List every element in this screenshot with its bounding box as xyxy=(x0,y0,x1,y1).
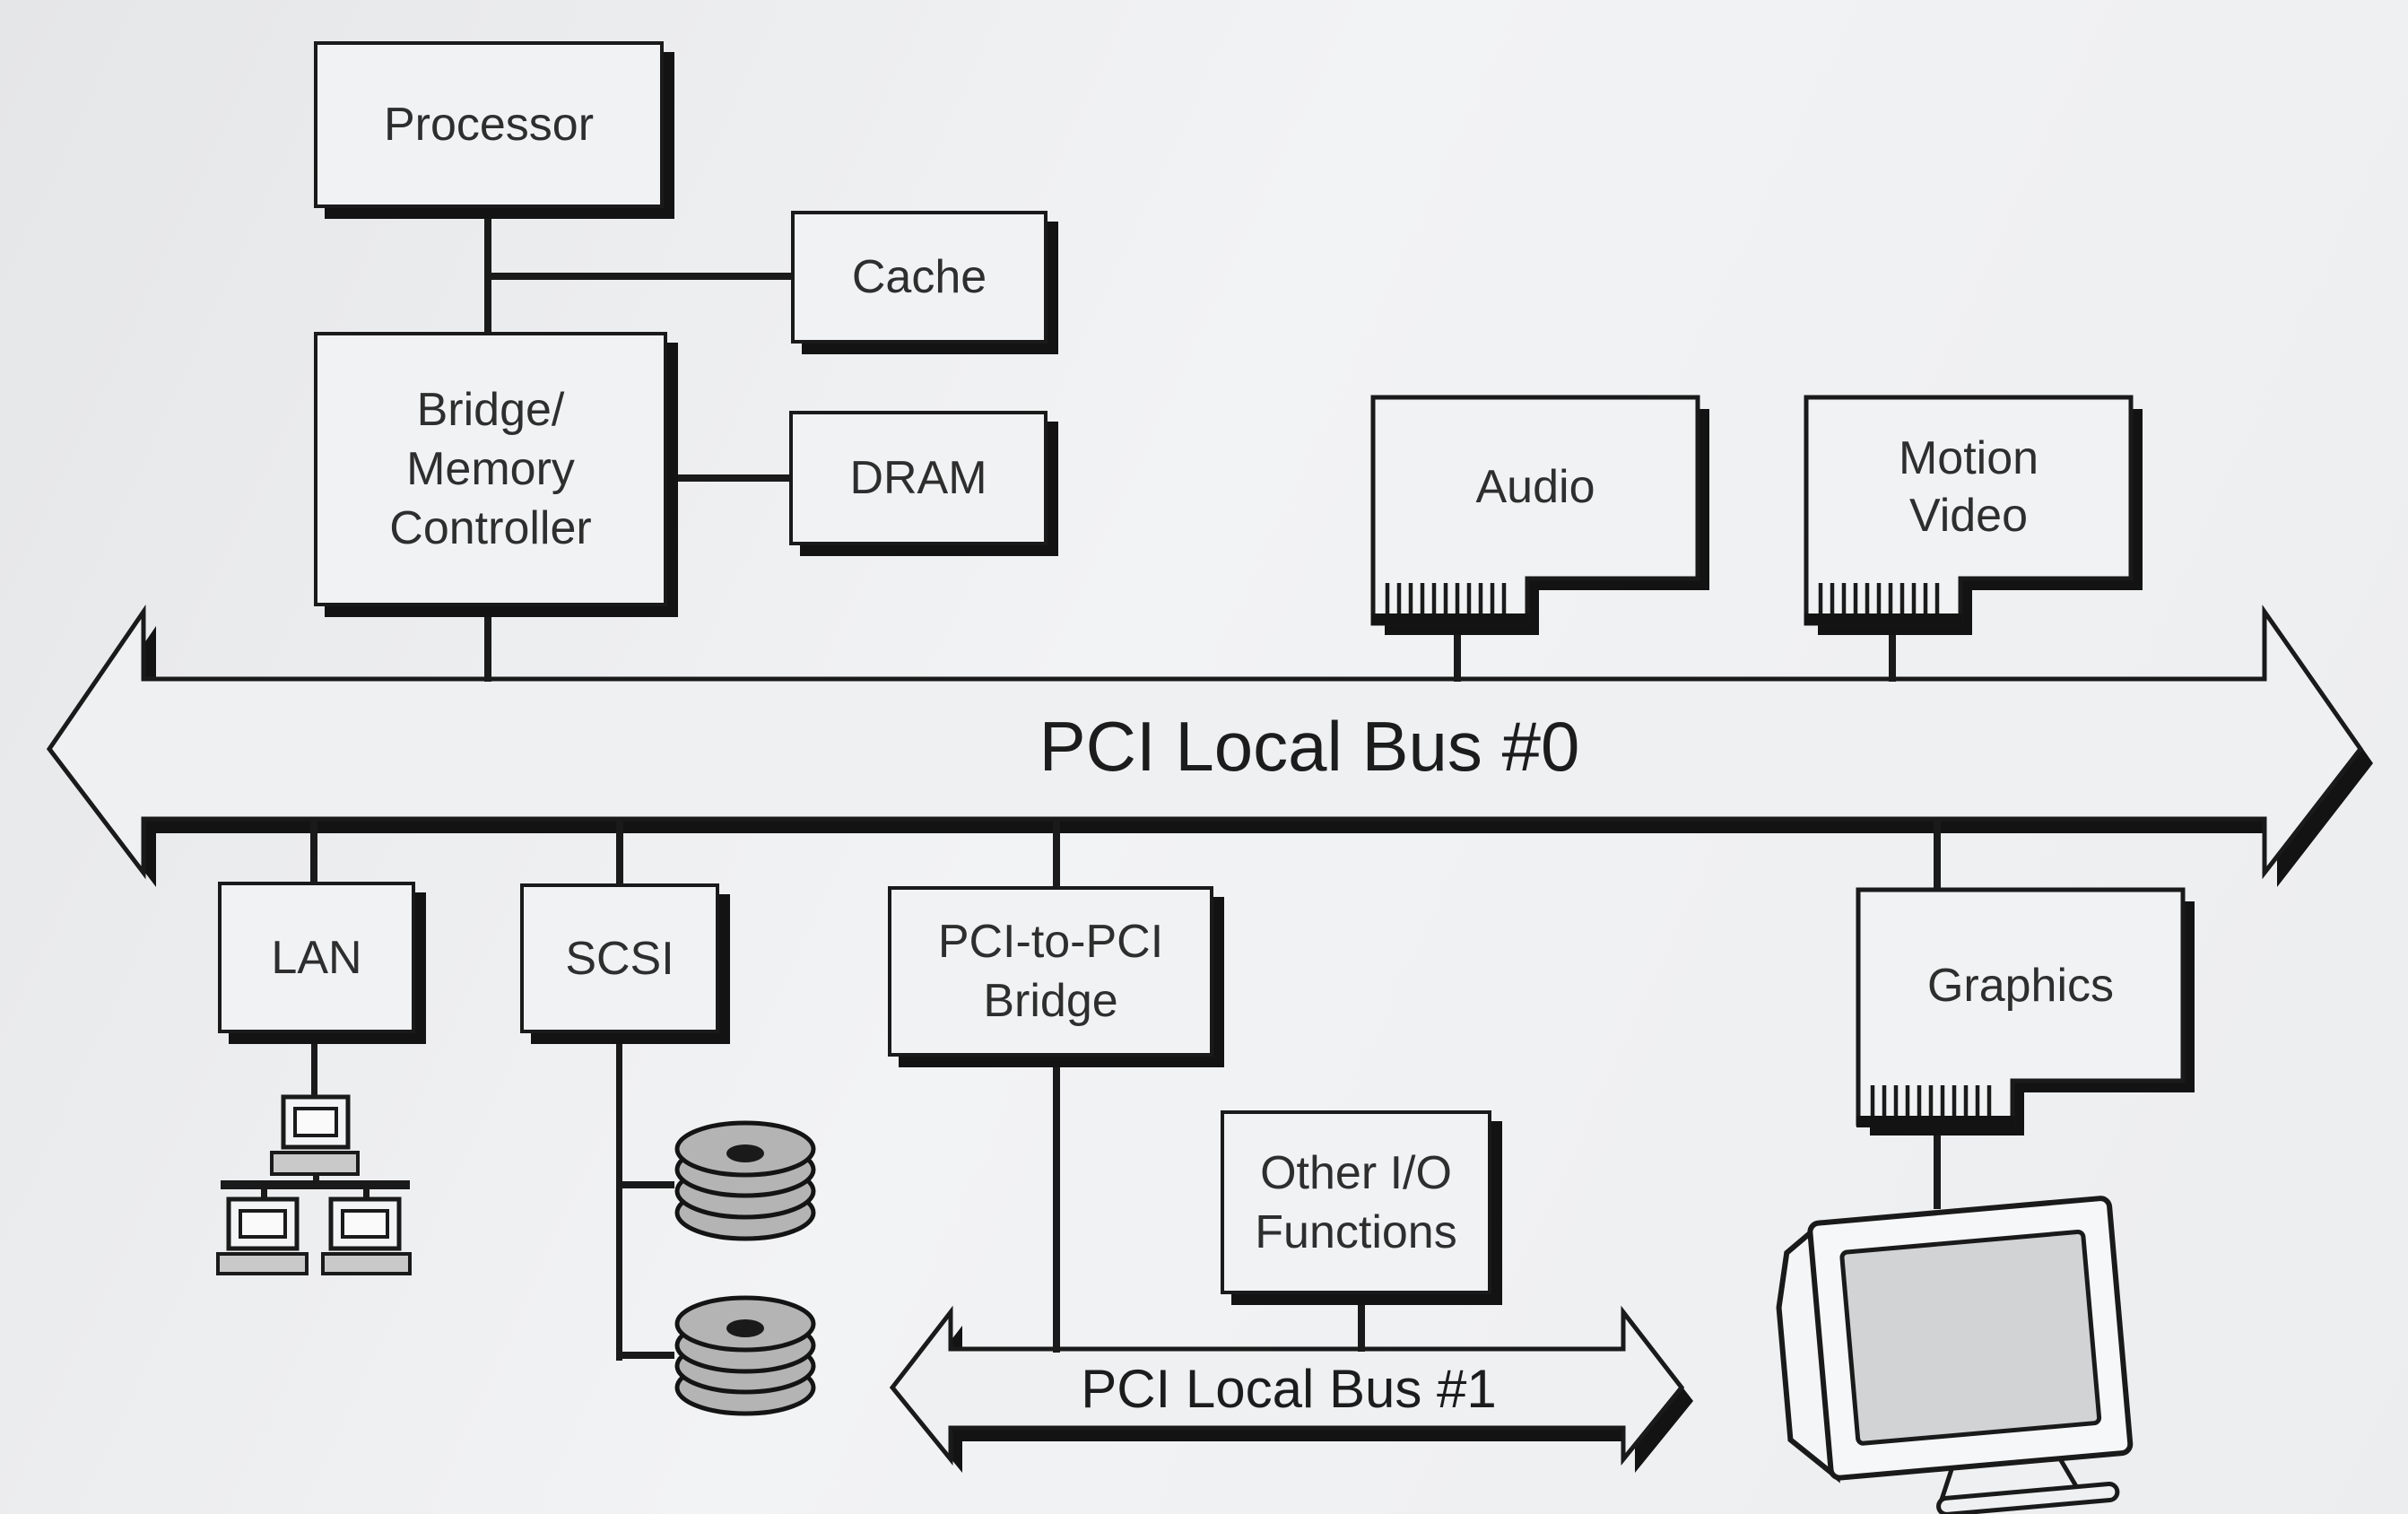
dram-label: DRAM xyxy=(849,452,987,504)
connector-processor-bridge xyxy=(484,206,491,334)
motion-video-card-teeth xyxy=(1818,583,1940,615)
processor-box: Processor xyxy=(314,41,664,208)
connector-lan-network xyxy=(311,1031,317,1100)
connector-bus0-scsi xyxy=(616,817,623,885)
connector-otherio-bus1 xyxy=(1358,1292,1365,1352)
pci-to-pci-bridge-box: PCI-to-PCI Bridge xyxy=(888,886,1213,1057)
bus0-arrow xyxy=(46,604,2364,880)
connector-graphics-monitor xyxy=(1934,1132,1941,1209)
bus0-label: PCI Local Bus #0 xyxy=(1039,707,1580,786)
lan-box: LAN xyxy=(218,882,415,1033)
cache-label: Cache xyxy=(851,251,987,303)
audio-card xyxy=(1370,395,1709,635)
bus1-arrow xyxy=(889,1305,1685,1466)
connector-audio-bus0 xyxy=(1454,619,1461,682)
scsi-label: SCSI xyxy=(565,932,674,985)
connector-bus0-graphics xyxy=(1934,817,1941,892)
connector-scsi-disks xyxy=(616,1031,622,1361)
disk-stack-icon-1 xyxy=(674,1120,816,1241)
connector-bus0-lan xyxy=(310,817,317,883)
disk-hole xyxy=(726,1144,764,1162)
cache-box: Cache xyxy=(791,211,1048,344)
monitor-screen xyxy=(1839,1229,2102,1446)
processor-label: Processor xyxy=(383,99,595,151)
connector-pcibridge-bus1 xyxy=(1053,1055,1060,1353)
network-bus-line xyxy=(221,1180,410,1189)
connector-scsi-disk2 xyxy=(619,1352,674,1359)
motion-video-card xyxy=(1804,395,2143,635)
disk-hole xyxy=(726,1319,764,1337)
motion-video-card-label: Motion Video xyxy=(1898,432,2039,542)
connector-bus0-pcibridge xyxy=(1053,817,1060,889)
bus1-label: PCI Local Bus #1 xyxy=(1081,1359,1497,1419)
bridge-memory-controller-box: Bridge/ Memory Controller xyxy=(314,332,667,606)
other-io-functions-box: Other I/O Functions xyxy=(1221,1110,1491,1294)
crt-monitor-icon xyxy=(1776,1196,2134,1514)
dram-box: DRAM xyxy=(789,411,1048,545)
graphics-card-teeth xyxy=(1870,1085,1992,1118)
audio-card-teeth xyxy=(1385,583,1507,615)
audio-card-label: Audio xyxy=(1475,461,1595,513)
graphics-card-label: Graphics xyxy=(1926,959,2115,1012)
disk-stack-icon-2 xyxy=(674,1295,816,1416)
scsi-box: SCSI xyxy=(520,883,719,1033)
network-computers-icon xyxy=(216,1094,412,1275)
connector-processor-cache xyxy=(488,273,793,280)
lan-label: LAN xyxy=(271,931,362,984)
connector-motionvideo-bus0 xyxy=(1889,619,1896,682)
connector-bridge-bus0 xyxy=(484,603,491,682)
connector-scsi-disk1 xyxy=(619,1181,674,1188)
connector-bridge-dram xyxy=(667,474,791,482)
graphics-card xyxy=(1856,887,2195,1136)
